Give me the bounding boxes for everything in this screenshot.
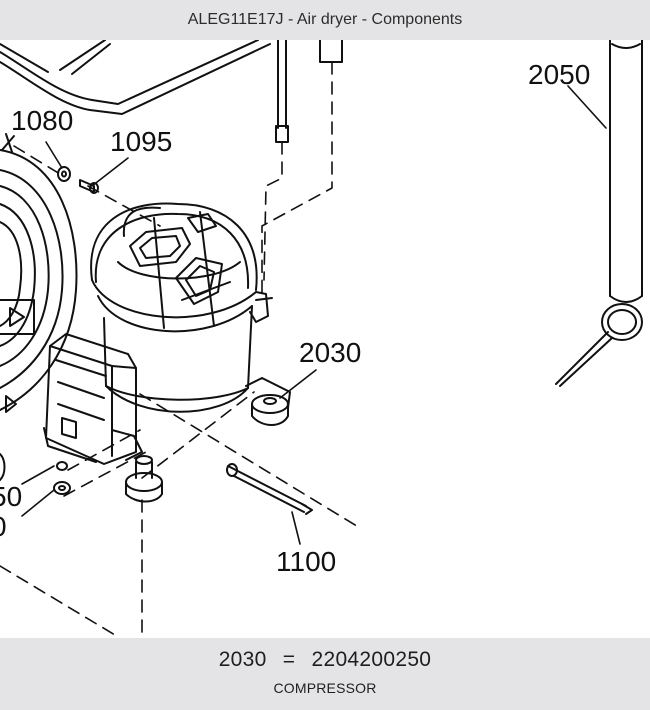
callout-1100[interactable]: 1100 (276, 546, 336, 577)
callout-2030[interactable]: 2030 (299, 337, 361, 368)
exploded-view-drawing[interactable]: 1080 1095 2050 2030 1100 50 0 (0, 40, 650, 638)
electrical-box (43, 333, 143, 465)
compressor-body (90, 202, 273, 413)
selected-position-number: 2030 (218, 648, 267, 671)
callout-1095[interactable]: 1095 (110, 126, 172, 157)
fan-guard (0, 133, 78, 413)
washer-parts (0, 453, 71, 495)
pin-1100 (226, 463, 313, 515)
window-title-bar: ALEG11E17J - Air dryer - Components (0, 0, 650, 40)
callout-1080[interactable]: 1080 (11, 105, 73, 136)
part-number-line: 2030 = 2204200250 (0, 648, 650, 672)
pipe-2050 (555, 40, 643, 387)
window-title: ALEG11E17J - Air dryer - Components (187, 11, 463, 28)
frame-part (0, 40, 271, 115)
assembly-dash-lines (0, 61, 361, 638)
compressor-feet (125, 377, 291, 503)
selected-part-description: COMPRESSOR (273, 680, 377, 696)
selected-article-number: 2204200250 (311, 648, 432, 671)
drawing-canvas[interactable]: 1080 1095 2050 2030 1100 50 0 (0, 40, 650, 638)
callout-2050[interactable]: 2050 (528, 59, 590, 90)
callout-left-upper[interactable]: 50 (0, 481, 22, 512)
leader-lines (21, 85, 607, 545)
callout-left-lower[interactable]: 0 (0, 511, 7, 542)
tube-part (275, 40, 343, 143)
selected-part-panel: 2030 = 2204200250 COMPRESSOR (0, 638, 650, 710)
equals-sign: = (282, 648, 296, 671)
